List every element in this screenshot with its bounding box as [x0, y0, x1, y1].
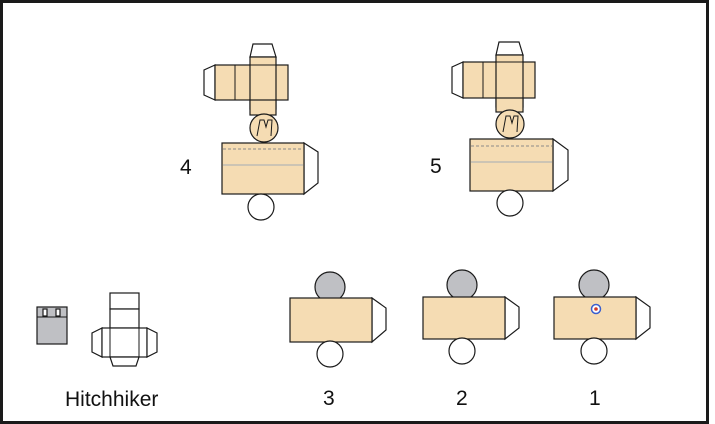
- piece-2-body: [422, 296, 506, 340]
- piece-3-number: 3: [323, 387, 335, 410]
- piece-4-head-net: [203, 43, 289, 116]
- piece-2-number: 2: [456, 387, 468, 410]
- hitchhiker-caption: Hitchhiker: [65, 388, 158, 411]
- hitchhiker-box-net: [91, 292, 158, 367]
- piece-4-template: 4: [180, 43, 319, 221]
- piece-1-foot: [580, 337, 608, 365]
- piece-1-emblem-icon: [590, 303, 602, 315]
- piece-3-foot: [316, 340, 344, 368]
- piece-1-body: [553, 296, 637, 340]
- piece-2-foot: [448, 337, 476, 365]
- piece-4-foot: [247, 193, 275, 221]
- piece-4-body: [221, 141, 319, 196]
- hitchhiker-template: Hitchhiker: [36, 292, 158, 411]
- piece-2-head: [446, 269, 478, 301]
- piece-4-number: 4: [180, 156, 192, 179]
- piece-5-body: [469, 137, 569, 193]
- piece-1-number: 1: [589, 387, 601, 410]
- piece-4-joint: [249, 113, 279, 143]
- piece-5-head-net: [451, 41, 536, 113]
- piece-3-template: 3: [289, 271, 387, 410]
- piece-5-number: 5: [430, 155, 442, 178]
- piece-1-template: 1: [553, 269, 651, 410]
- piece-5-joint: [495, 109, 525, 139]
- hitchhiker-small-piece: [36, 306, 68, 345]
- piece-3-body: [289, 297, 373, 343]
- piece-5-template: 5: [430, 41, 569, 217]
- piece-5-foot: [496, 189, 524, 217]
- piece-2-template: 2: [422, 269, 520, 410]
- piece-1-head: [578, 269, 610, 301]
